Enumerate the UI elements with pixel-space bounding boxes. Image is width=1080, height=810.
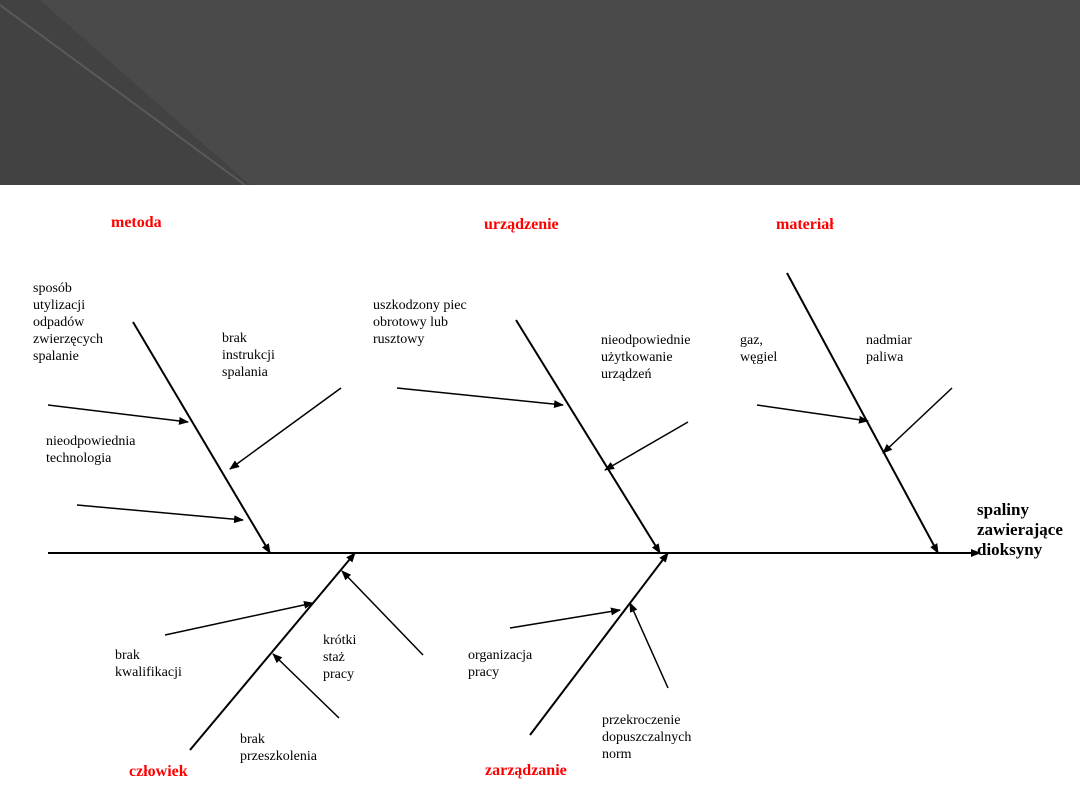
cause-label-material-2: nadmiar paliwa xyxy=(866,333,912,365)
bone-urzadzenie xyxy=(515,319,661,554)
cause-arrow-zarzadzanie-1 xyxy=(509,607,621,629)
cause-label-czlowiek-1: brak kwalifikacji xyxy=(115,648,182,680)
cause-label-czlowiek-3: brak przeszkolenia xyxy=(240,732,317,764)
cause-label-zarzadzanie-2: przekroczenie dopuszczalnych norm xyxy=(602,713,692,762)
bone-metoda xyxy=(132,321,271,554)
cause-arrow-material-2 xyxy=(882,387,953,454)
slide-header-band xyxy=(0,0,1080,185)
effect-label: spaliny zawierające dioksyny xyxy=(977,500,1063,559)
cause-arrow-metoda-2 xyxy=(229,387,342,470)
cause-label-metoda-2: brak instrukcji spalania xyxy=(222,331,275,380)
bone-zarzadzanie xyxy=(529,552,669,736)
bone-czlowiek xyxy=(189,552,356,751)
category-urzadzenie: urządzenie xyxy=(484,216,559,233)
cause-arrow-material-1 xyxy=(756,404,869,424)
cause-arrow-metoda-1 xyxy=(47,404,189,425)
cause-arrow-urzadzenie-1 xyxy=(396,387,564,409)
category-czlowiek: człowiek xyxy=(129,763,188,780)
category-zarzadzanie: zarządzanie xyxy=(485,762,567,779)
cause-label-czlowiek-2: krótki staż pracy xyxy=(323,633,357,682)
cause-label-urzadzenie-1: uszkodzony piec obrotowy lub rusztowy xyxy=(373,298,467,347)
header-decoration xyxy=(0,0,250,185)
bone-material xyxy=(786,272,939,554)
cause-arrow-metoda-3 xyxy=(76,504,244,524)
cause-arrow-urzadzenie-2 xyxy=(604,421,689,471)
cause-label-urzadzenie-2: nieodpowiednie użytkowanie urządzeń xyxy=(601,333,691,382)
category-metoda: metoda xyxy=(111,214,162,231)
cause-label-material-1: gaz, węgiel xyxy=(740,333,778,365)
cause-arrow-czlowiek-1 xyxy=(164,600,314,636)
cause-label-metoda-3: nieodpowiednia technologia xyxy=(46,434,136,466)
cause-arrow-czlowiek-3 xyxy=(272,653,340,719)
cause-label-metoda-1: sposób utylizacji odpadów zwierzęcych sp… xyxy=(33,281,103,364)
cause-label-zarzadzanie-1: organizacja pracy xyxy=(468,648,533,680)
cause-arrow-czlowiek-2 xyxy=(341,570,424,656)
cause-arrow-zarzadzanie-2 xyxy=(629,602,669,689)
category-material: materiał xyxy=(776,216,834,233)
